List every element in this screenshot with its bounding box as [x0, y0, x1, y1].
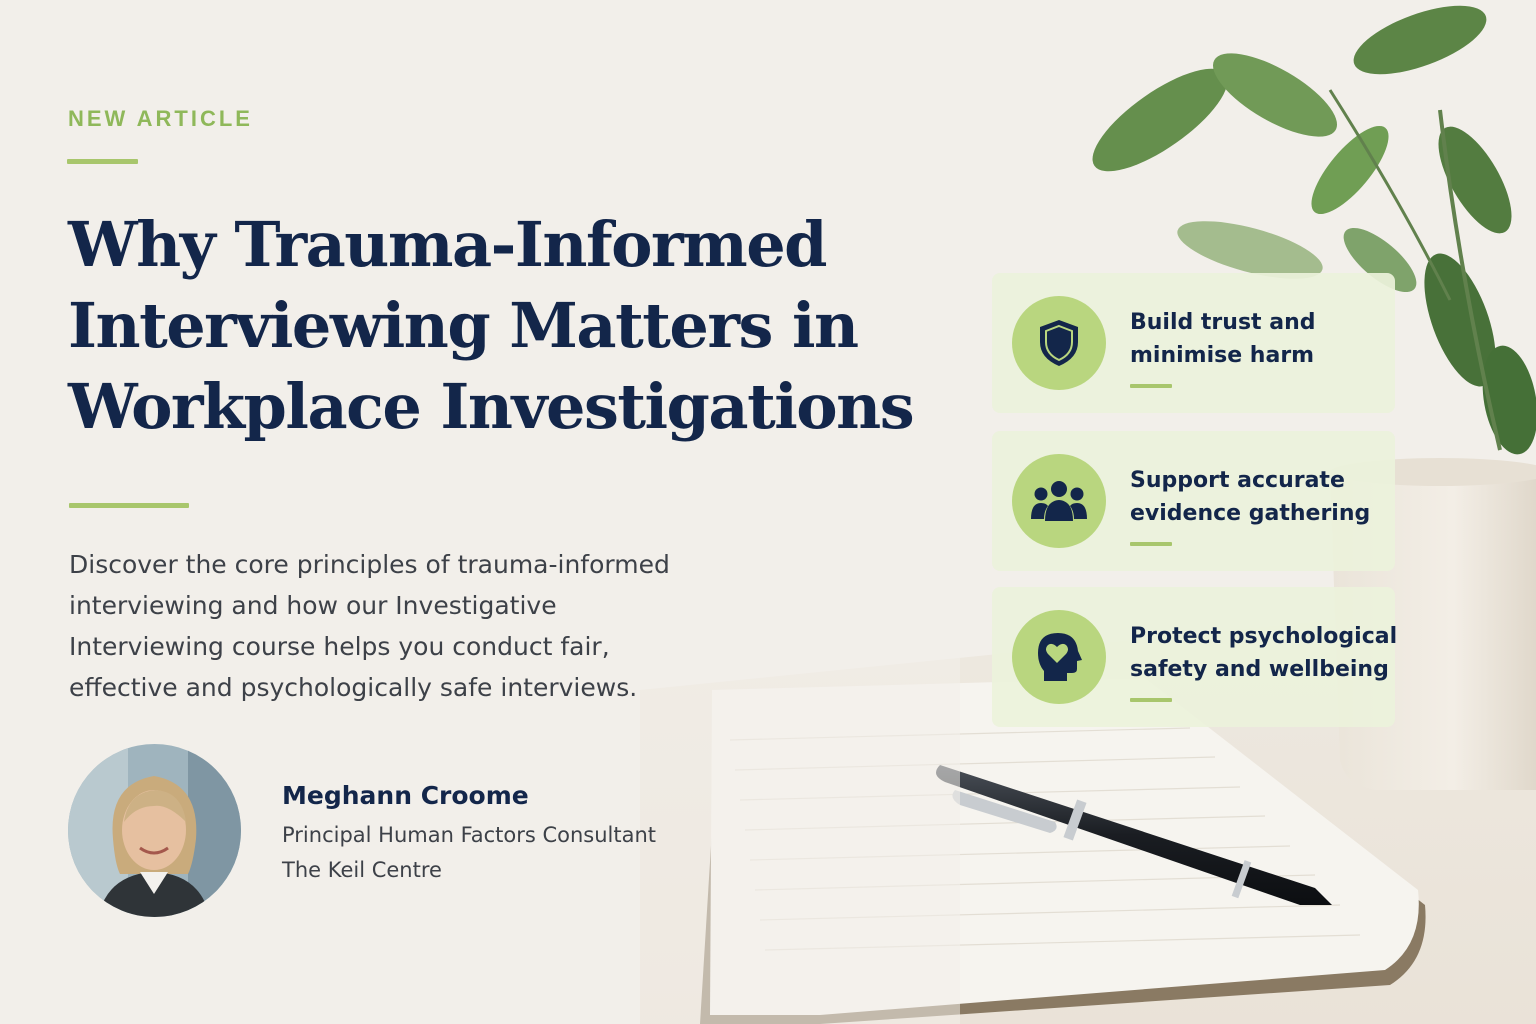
intro-line: interviewing and how our Investigative: [69, 591, 557, 620]
article-title: Why Trauma-Informed Interviewing Matters…: [68, 204, 928, 447]
article-eyebrow: NEW ARTICLE: [68, 106, 253, 131]
article-title-line: Workplace Investigations: [68, 370, 915, 443]
article-intro: Discover the core principles of trauma-i…: [69, 544, 769, 708]
benefit-underline: [1130, 698, 1172, 702]
benefit-card-evidence: Support accurate evidence gathering: [992, 431, 1395, 571]
benefit-label: Protect psychological safety and wellbei…: [1130, 620, 1398, 686]
author-name: Meghann Croome: [282, 781, 529, 810]
author-organisation: The Keil Centre: [282, 858, 442, 882]
benefit-label-line: safety and wellbeing: [1130, 657, 1389, 682]
benefit-label-line: Support accurate: [1130, 468, 1345, 493]
article-title-line: Why Trauma-Informed: [68, 208, 828, 281]
benefit-card-wellbeing: Protect psychological safety and wellbei…: [992, 587, 1398, 727]
benefit-label-line: Build trust and: [1130, 310, 1316, 335]
benefit-card-trust: Build trust and minimise harm: [992, 273, 1395, 413]
author-role: Principal Human Factors Consultant: [282, 823, 657, 847]
intro-line: Discover the core principles of trauma-i…: [69, 550, 670, 579]
intro-line: effective and psychologically safe inter…: [69, 673, 638, 702]
article-title-line: Interviewing Matters in: [68, 289, 859, 362]
benefit-label: Support accurate evidence gathering: [1130, 464, 1392, 530]
benefit-label-line: evidence gathering: [1130, 501, 1371, 526]
benefit-underline: [1130, 542, 1172, 546]
author-avatar: [68, 744, 241, 917]
intro-line: Interviewing course helps you conduct fa…: [69, 632, 610, 661]
shield-icon: [1012, 296, 1106, 390]
people-group-icon: [1012, 454, 1106, 548]
title-divider: [69, 503, 189, 508]
eyebrow-divider: [67, 159, 138, 164]
head-heart-icon: [1012, 610, 1106, 704]
benefit-underline: [1130, 384, 1172, 388]
benefit-label-line: minimise harm: [1130, 343, 1315, 368]
benefit-label-line: Protect psychological: [1130, 624, 1398, 649]
benefit-label: Build trust and minimise harm: [1130, 306, 1392, 372]
